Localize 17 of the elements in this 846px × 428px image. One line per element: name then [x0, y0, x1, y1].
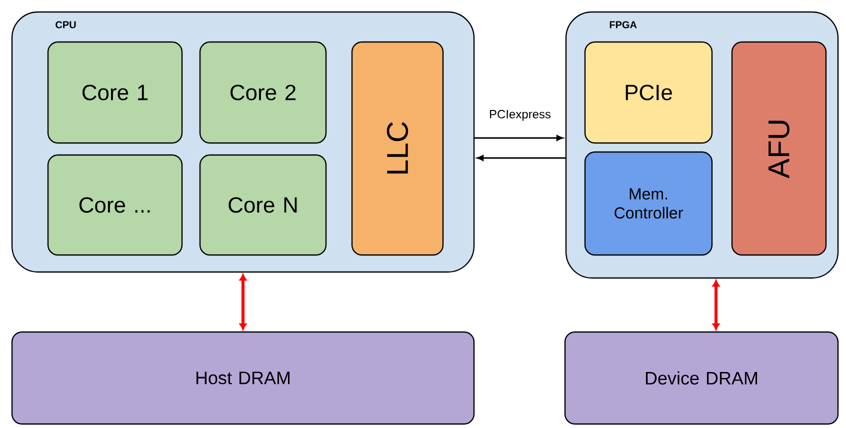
- component-box: PCIe: [584, 41, 713, 144]
- component-box: LLC: [351, 41, 444, 256]
- component-box: Core N: [199, 154, 327, 256]
- panel-label: CPU: [56, 21, 76, 28]
- component-box: AFU: [731, 41, 827, 256]
- arrow: [239, 274, 247, 330]
- component-box: Device DRAM: [564, 331, 839, 425]
- arrow: [474, 135, 564, 141]
- component-box: Core 2: [199, 41, 327, 144]
- component-box: Core ...: [47, 154, 183, 256]
- arrow: [712, 280, 720, 330]
- component-box: Core 1: [47, 41, 183, 144]
- component-box: Mem. Controller: [584, 151, 713, 256]
- panel-label: FPGA: [610, 21, 637, 28]
- arrow: [476, 155, 566, 161]
- component-box: Host DRAM: [11, 331, 475, 425]
- edge-label: PCIexpress: [490, 110, 551, 121]
